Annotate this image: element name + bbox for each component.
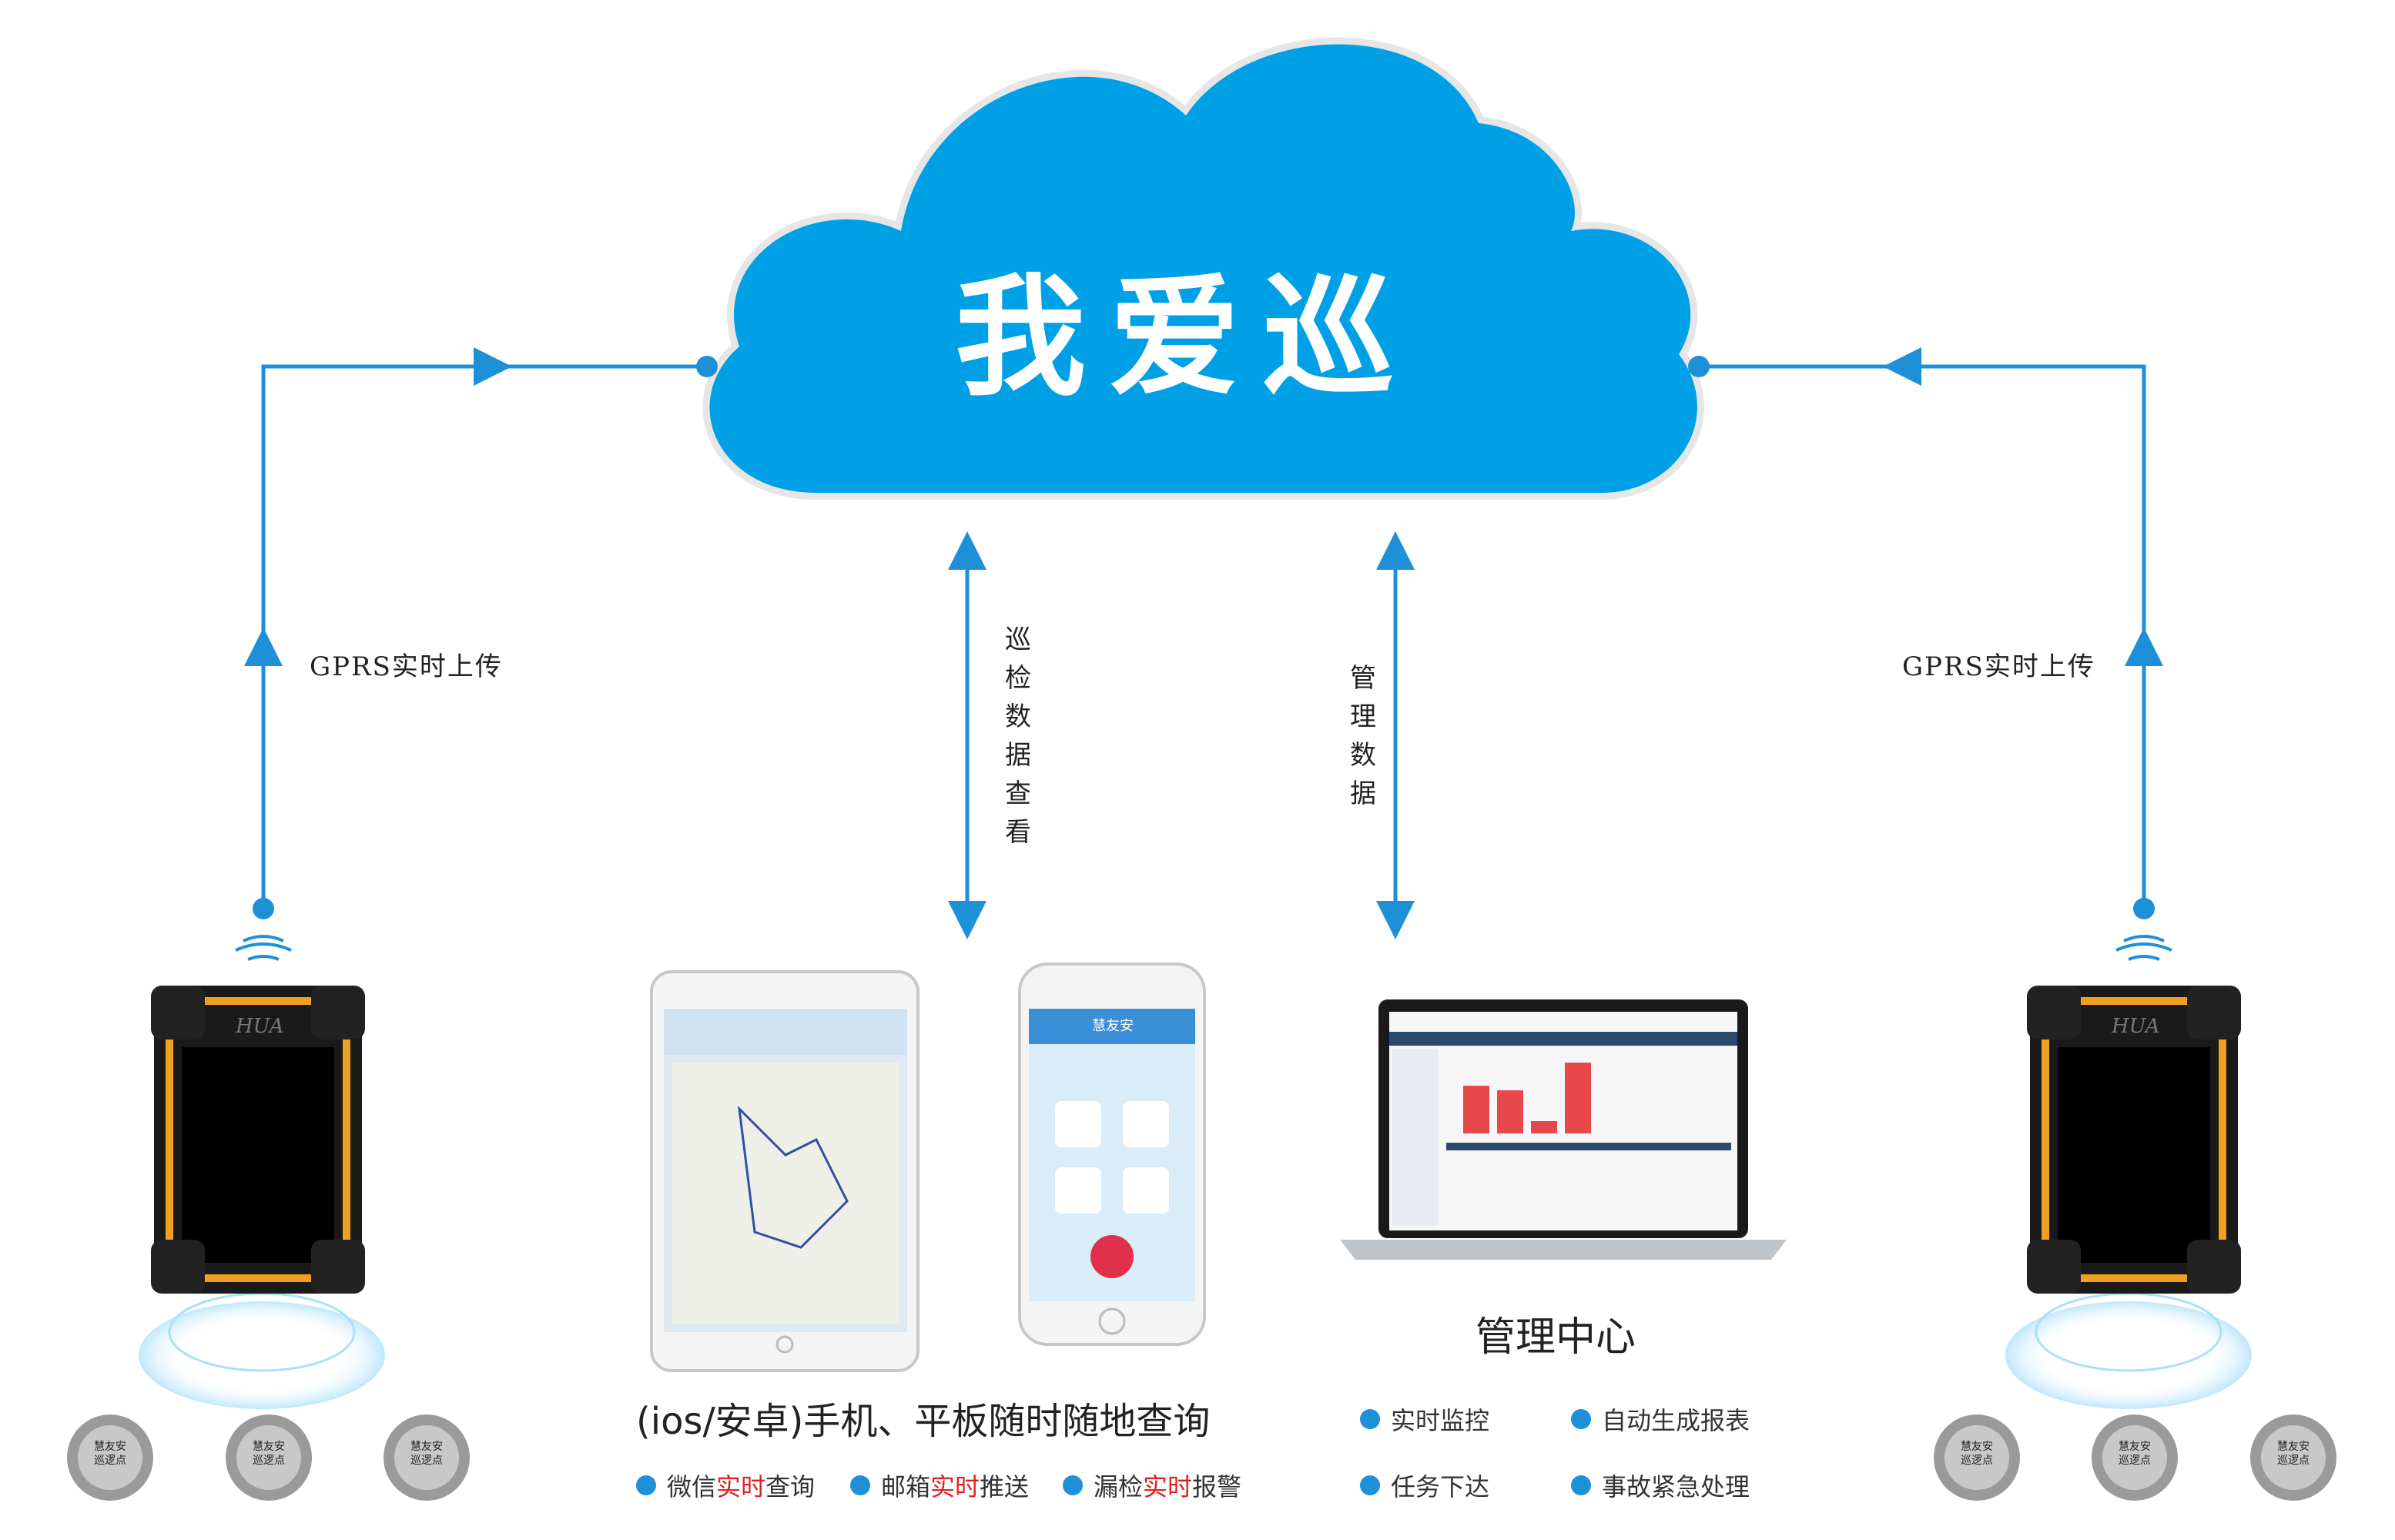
- right-patrol-device: [2005, 986, 2252, 1409]
- right-link-label: GPRS实时上传: [1902, 651, 2095, 682]
- checkpoint-text: 巡逻点: [253, 1455, 285, 1467]
- left-device-logo: HUA: [236, 1015, 284, 1038]
- bullet-dot: [850, 1475, 870, 1495]
- mobile-feature-2: 邮箱实时推送: [850, 1468, 1029, 1503]
- mgmt-feature-1: 实时监控: [1360, 1401, 1489, 1437]
- checkpoint-brand: 慧友安: [2277, 1441, 2310, 1453]
- phone-image: [1018, 962, 1206, 1346]
- right-signal-icon: [2115, 935, 2172, 961]
- feature-pre: 漏检: [1094, 1472, 1144, 1502]
- feature-pre: 微信: [667, 1472, 717, 1502]
- checkpoint-label-2: 慧友安 巡逻点: [252, 1440, 286, 1468]
- management-title: 管理中心: [1476, 1314, 1636, 1361]
- right-connection: [1699, 347, 2163, 909]
- bullet-dot: [1571, 1475, 1591, 1495]
- checkpoint-label-3: 慧友安 巡逻点: [410, 1440, 444, 1468]
- checkpoint-brand: 慧友安: [1961, 1441, 1993, 1453]
- bullet-dot: [1360, 1409, 1380, 1429]
- mgmt-feature-3: 任务下达: [1360, 1468, 1489, 1503]
- checkpoint-text: 巡逻点: [1961, 1455, 1993, 1467]
- left-node-dot: [253, 898, 274, 919]
- checkpoint-brand: 慧友安: [253, 1441, 285, 1453]
- feature-text: 事故紧急处理: [1602, 1472, 1750, 1502]
- tablet-image: [650, 970, 919, 1372]
- cloud-title: 我爱巡: [955, 260, 1418, 414]
- right-device-logo: HUA: [2112, 1015, 2160, 1038]
- checkpoint-text: 巡逻点: [2119, 1455, 2151, 1467]
- mid-link-2-label: 管理数据: [1350, 663, 1376, 809]
- feature-text: 实时监控: [1391, 1406, 1490, 1435]
- checkpoint-brand: 慧友安: [410, 1441, 443, 1453]
- checkpoint-brand: 慧友安: [2119, 1441, 2151, 1453]
- checkpoint-text: 巡逻点: [94, 1455, 126, 1467]
- checkpoint-text: 巡逻点: [410, 1455, 443, 1467]
- left-patrol-device: [139, 986, 385, 1409]
- bullet-dot: [1571, 1409, 1591, 1429]
- right-checkpoint-tags: [1934, 1414, 2336, 1501]
- feature-highlight: 实时: [930, 1472, 980, 1502]
- left-link-label: GPRS实时上传: [310, 651, 503, 682]
- laptop-image: [1340, 999, 1787, 1260]
- bullet-dot: [1360, 1475, 1380, 1495]
- checkpoint-text: 巡逻点: [2277, 1455, 2310, 1467]
- feature-post: 报警: [1192, 1472, 1242, 1502]
- left-connection: [244, 347, 707, 909]
- cloud-shape: [702, 37, 1704, 500]
- mid-link-1-label: 巡检数据查看: [1005, 624, 1031, 848]
- left-checkpoint-tags: [67, 1414, 470, 1501]
- left-signal-icon: [235, 935, 292, 961]
- feature-highlight: 实时: [1143, 1472, 1193, 1502]
- checkpoint-label-1: 慧友安 巡逻点: [93, 1440, 127, 1468]
- right-node-dot: [2133, 898, 2155, 919]
- feature-post: 查询: [765, 1472, 816, 1502]
- mgmt-feature-2: 自动生成报表: [1571, 1401, 1750, 1437]
- feature-text: 自动生成报表: [1602, 1406, 1750, 1435]
- feature-post: 推送: [980, 1472, 1030, 1502]
- mobile-feature-3: 漏检实时报警: [1063, 1468, 1241, 1503]
- feature-highlight: 实时: [716, 1472, 766, 1502]
- checkpoint-label-6: 慧友安 巡逻点: [2276, 1440, 2310, 1468]
- checkpoint-brand: 慧友安: [94, 1441, 126, 1453]
- checkpoint-label-4: 慧友安 巡逻点: [1960, 1440, 1994, 1468]
- mgmt-feature-4: 事故紧急处理: [1571, 1468, 1750, 1503]
- feature-text: 任务下达: [1391, 1472, 1490, 1502]
- checkpoint-label-5: 慧友安 巡逻点: [2118, 1440, 2152, 1468]
- bullet-dot: [1063, 1475, 1083, 1495]
- mobile-feature-1: 微信实时查询: [636, 1468, 815, 1503]
- left-cloud-dot: [696, 356, 718, 377]
- right-cloud-dot: [1688, 356, 1710, 377]
- bullet-dot: [636, 1475, 656, 1495]
- mobile-caption: (ios/安卓)手机、平板随时随地查询: [636, 1400, 1211, 1443]
- phone-app-title: 慧友安: [1092, 1018, 1134, 1034]
- feature-pre: 邮箱: [881, 1472, 931, 1502]
